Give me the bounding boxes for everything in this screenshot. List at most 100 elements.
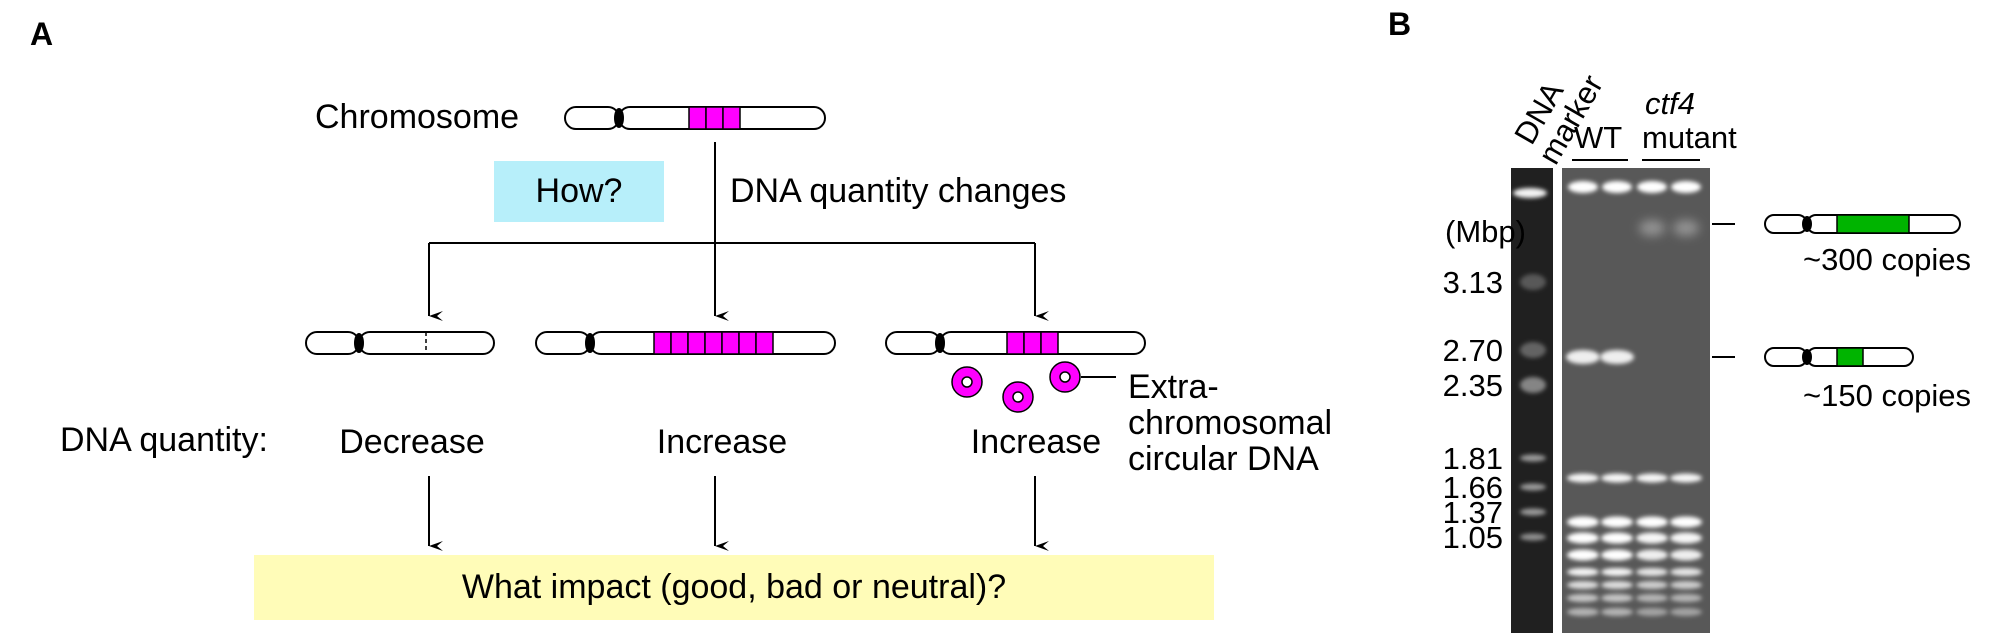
marker-size-label: 2.70 bbox=[1442, 333, 1503, 368]
marker-lane bbox=[1511, 168, 1553, 633]
chromosome-increase bbox=[535, 331, 836, 355]
mutant-gene-label: ctf4 bbox=[1645, 86, 1695, 121]
chromosome-300-copies bbox=[1764, 214, 1961, 234]
marker-band bbox=[1520, 508, 1546, 516]
how-label: How? bbox=[535, 172, 623, 210]
original-chromosome bbox=[564, 106, 826, 130]
chromosome-band bbox=[1567, 581, 1599, 589]
marker-size-label: 2.35 bbox=[1442, 368, 1503, 403]
well-band bbox=[1602, 181, 1632, 193]
dna-quantity-changes-label: DNA quantity changes bbox=[730, 172, 1067, 210]
chromosome-band bbox=[1601, 581, 1633, 589]
annotation-300-copies: ~300 copies bbox=[1803, 242, 1972, 277]
panel-b-label: B bbox=[1388, 6, 1412, 42]
amplicon-unit bbox=[1040, 331, 1059, 355]
ecdna-circle-hole bbox=[1012, 391, 1024, 403]
well-band bbox=[1568, 181, 1598, 193]
chromosome-decrease bbox=[305, 331, 495, 355]
dna-quantity-label: DNA quantity: bbox=[60, 421, 268, 459]
centromere bbox=[935, 333, 945, 353]
well-band bbox=[1637, 181, 1667, 193]
well-band bbox=[1671, 181, 1701, 193]
chromosome-band bbox=[1601, 516, 1633, 528]
outcome-increase-label: Increase bbox=[656, 423, 788, 461]
amplified-300-band bbox=[1673, 220, 1699, 236]
chromosome-band bbox=[1567, 516, 1599, 528]
amplicon-unit bbox=[1836, 214, 1910, 234]
chromosome-band bbox=[1567, 549, 1599, 561]
chromosome-band bbox=[1670, 581, 1702, 589]
chromosome-band bbox=[1670, 568, 1702, 576]
marker-size-label: 1.05 bbox=[1442, 520, 1503, 555]
impact-question: What impact (good, bad or neutral)? bbox=[461, 568, 1007, 606]
outcome-decrease-label: Decrease bbox=[339, 423, 485, 461]
marker-band bbox=[1520, 483, 1546, 491]
wt-label: WT bbox=[1574, 120, 1623, 155]
sample-gel bbox=[1562, 168, 1710, 633]
chromosome-band bbox=[1670, 608, 1702, 616]
marker-band bbox=[1520, 377, 1546, 393]
marker-band bbox=[1520, 274, 1546, 290]
marker-well-band bbox=[1513, 188, 1547, 198]
outcome-increase-ecdna-label: Increase bbox=[970, 423, 1102, 461]
marker-size-label: 1.37 bbox=[1442, 495, 1503, 530]
extrachromosomal-label-3: circular DNA bbox=[1128, 440, 1319, 478]
chromosome-band bbox=[1670, 532, 1702, 544]
impact-box bbox=[254, 555, 1214, 620]
chromosome-label: Chromosome bbox=[315, 98, 520, 136]
marker-band bbox=[1520, 342, 1546, 358]
centromere bbox=[585, 333, 595, 353]
chromosome-band bbox=[1670, 516, 1702, 528]
chromosome-band bbox=[1636, 532, 1668, 544]
extrachromosomal-label-1: Extra- bbox=[1128, 368, 1219, 406]
marker-size-label: 1.66 bbox=[1442, 470, 1503, 505]
chromosome-band bbox=[1601, 473, 1633, 483]
ecdna-circle-hole bbox=[961, 376, 973, 388]
chromosome-band bbox=[1601, 608, 1633, 616]
chromosome-band bbox=[1636, 473, 1668, 483]
chromosome-band bbox=[1601, 594, 1633, 602]
extrachromosomal-label-2: chromosomal bbox=[1128, 404, 1333, 442]
chromosome-band bbox=[1601, 549, 1633, 561]
marker-band bbox=[1520, 454, 1546, 462]
centromere bbox=[1802, 216, 1812, 232]
chromosome-band bbox=[1636, 568, 1668, 576]
chromosome-band bbox=[1567, 473, 1599, 483]
chromosome-short-arm bbox=[1764, 214, 1808, 234]
amplicon-unit bbox=[755, 331, 774, 355]
amplicon-unit bbox=[722, 106, 741, 130]
annotation-150-copies: ~150 copies bbox=[1803, 378, 1972, 413]
chromosome-band bbox=[1601, 532, 1633, 544]
marker-size-label: 3.13 bbox=[1442, 265, 1503, 300]
centromere bbox=[1802, 349, 1812, 365]
chromosome-band bbox=[1636, 516, 1668, 528]
chromosome-150-copies bbox=[1764, 347, 1914, 367]
mutant-label: mutant bbox=[1642, 120, 1737, 155]
chromosome-band bbox=[1636, 549, 1668, 561]
amplified-150-band bbox=[1600, 350, 1634, 364]
chromosome-band bbox=[1670, 549, 1702, 561]
amplified-300-band bbox=[1639, 220, 1665, 236]
chromosome-band bbox=[1670, 473, 1702, 483]
chromosome-band bbox=[1636, 581, 1668, 589]
chromosome-band bbox=[1567, 568, 1599, 576]
chromosome-band bbox=[1636, 594, 1668, 602]
chromosome-band bbox=[1636, 608, 1668, 616]
chromosome-ecdna bbox=[885, 331, 1146, 355]
chromosome-band bbox=[1670, 594, 1702, 602]
chromosome-band bbox=[1567, 532, 1599, 544]
chromosome-band bbox=[1567, 594, 1599, 602]
chromosome-short-arm bbox=[1764, 347, 1808, 367]
mbp-unit-label: (Mbp) bbox=[1445, 214, 1526, 249]
centromere bbox=[354, 333, 364, 353]
panel-a-label: A bbox=[30, 16, 54, 52]
marker-size-label: 1.81 bbox=[1442, 441, 1503, 476]
amplicon-unit bbox=[1836, 347, 1864, 367]
marker-band bbox=[1520, 533, 1546, 541]
chromosome-band bbox=[1601, 568, 1633, 576]
how-box bbox=[494, 161, 664, 222]
centromere bbox=[614, 108, 624, 128]
amplified-150-band bbox=[1566, 350, 1600, 364]
